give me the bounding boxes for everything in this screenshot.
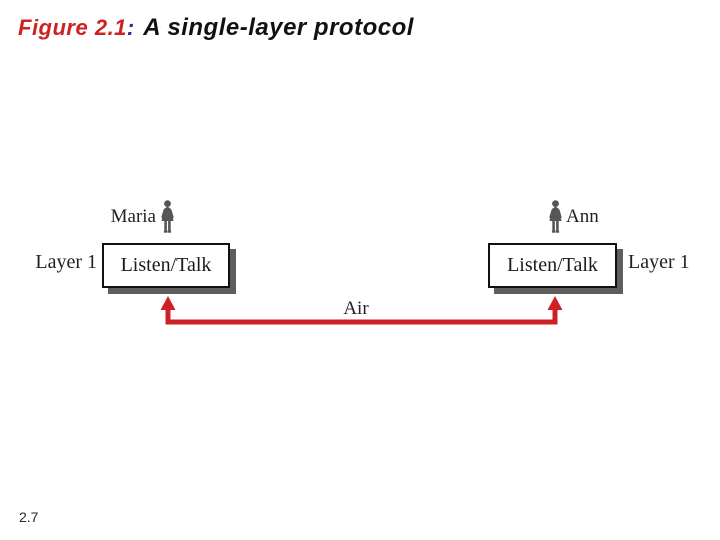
page-number: 2.7 [19,509,39,525]
figure-separator: : [126,15,135,40]
layer-label-right: Layer 1 [628,251,690,273]
listen-talk-label: Listen/Talk [507,254,598,276]
slide-title: Figure 2.1: A single-layer protocol [18,14,414,42]
layer-label-left: Layer 1 [35,251,97,273]
woman-icon [161,200,174,233]
person-name-maria: Maria [110,206,156,227]
listen-talk-box-right: Listen/Talk [488,243,617,288]
figure-caption: A single-layer protocol [143,14,414,41]
air-label: Air [343,298,369,319]
figure-label: Figure 2.1 [18,15,127,40]
person-name-ann: Ann [566,206,599,227]
listen-talk-box-left: Listen/Talk [102,243,230,288]
air-link-arrow [160,296,563,325]
listen-talk-label: Listen/Talk [120,254,212,276]
woman-icon [549,200,562,233]
